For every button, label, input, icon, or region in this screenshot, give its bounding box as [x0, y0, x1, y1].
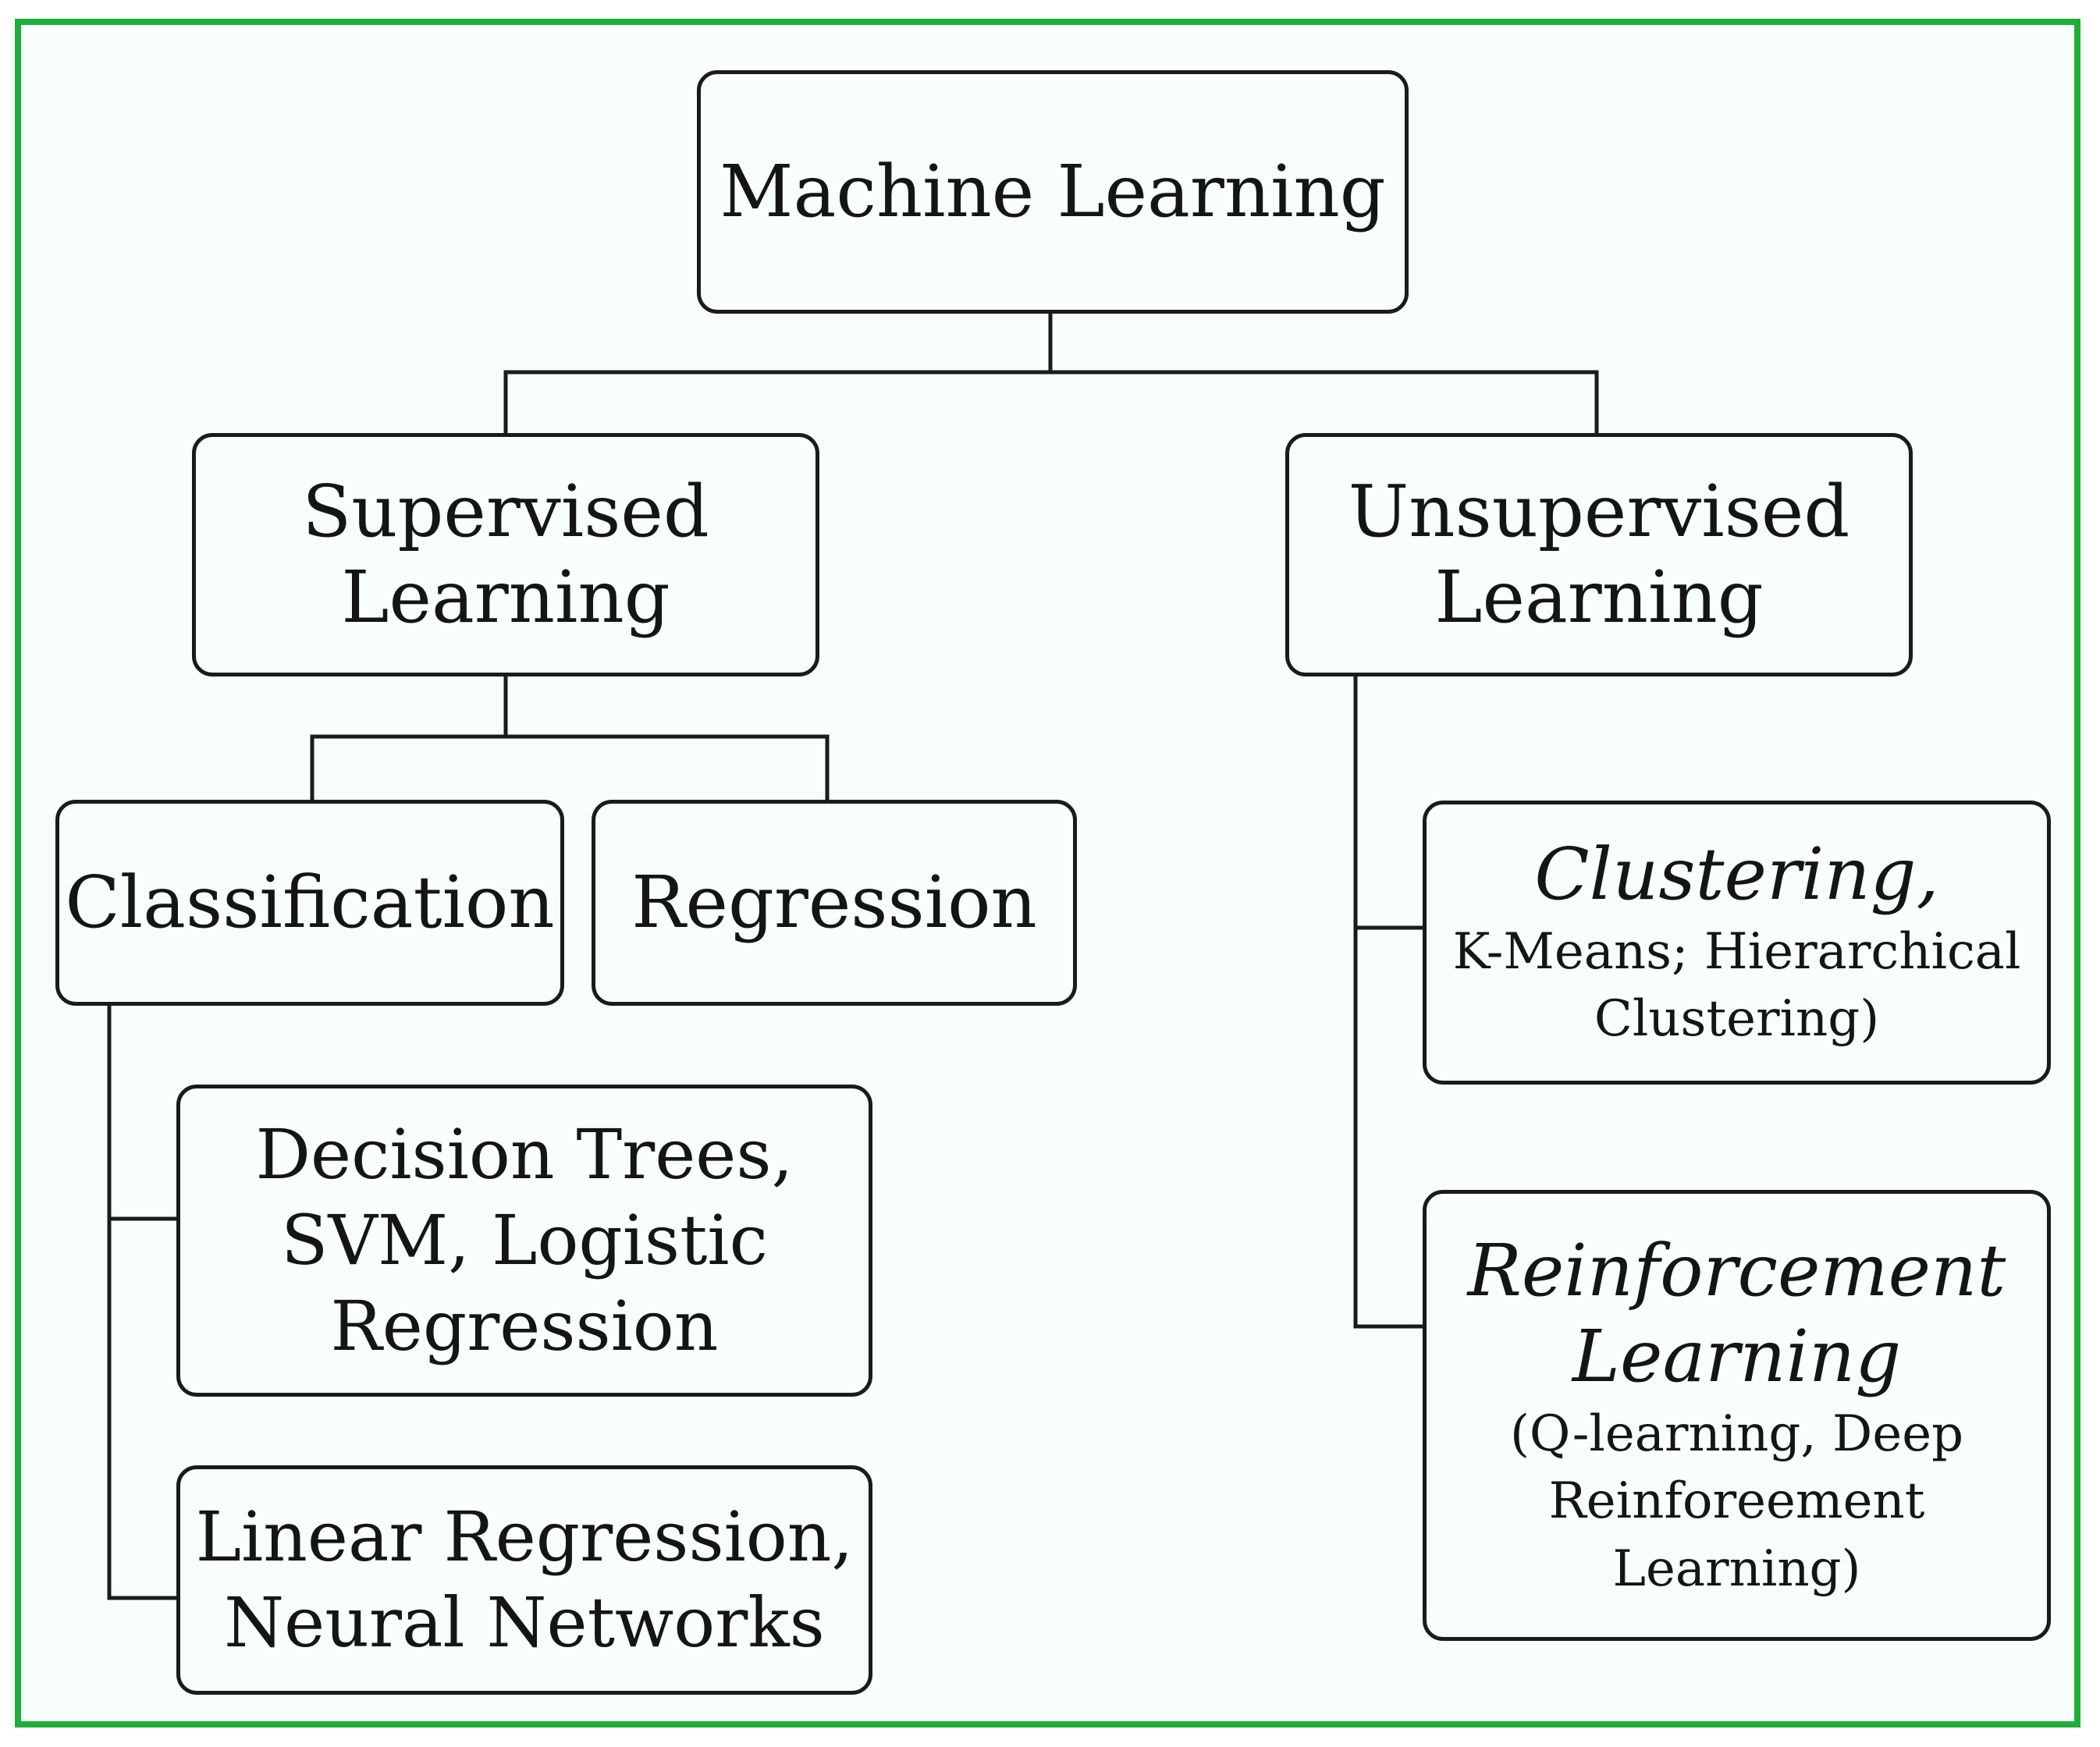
connector-root-to-learning-types	[503, 311, 1599, 435]
reinforcement-detail-line2: Reinforeement	[1548, 1472, 1925, 1531]
node-unsupervised-learning: Unsupervised Learning	[1285, 433, 1913, 676]
regression-label: Regression	[631, 860, 1037, 944]
supervised-label-line2: Learning	[341, 556, 670, 639]
node-classification-examples: Decision Trees, SVM, Logistic Regression	[176, 1085, 872, 1397]
supervised-label-line1: Supervised	[302, 469, 709, 553]
node-reinforcement-learning: Reinforcement Learning (Q-learning, Deep…	[1423, 1190, 2051, 1641]
regression-examples-line2: Neural Networks	[224, 1582, 825, 1663]
node-classification: Classification	[55, 800, 564, 1006]
reinforcement-title-line1: Reinforcement	[1467, 1229, 2006, 1313]
classification-examples-line1: Decision Trees,	[255, 1114, 794, 1195]
root-node-machine-learning: Machine Learning	[697, 70, 1409, 314]
reinforcement-title-line2: Learning	[1572, 1315, 1902, 1399]
classification-examples-line2: SVM, Logistic	[281, 1200, 768, 1280]
clustering-title: Clustering,	[1534, 833, 1939, 917]
clustering-detail-line1: K-Means; Hierarchical	[1452, 922, 2021, 981]
unsupervised-label-line2: Learning	[1434, 556, 1764, 639]
node-clustering: Clustering, K-Means; Hierarchical Cluste…	[1423, 801, 2051, 1085]
unsupervised-label-line1: Unsupervised	[1348, 469, 1850, 553]
node-regression: Regression	[592, 800, 1077, 1006]
classification-examples-line3: Regression	[330, 1286, 719, 1366]
connector-unsupervised-to-methods	[1353, 674, 1425, 1329]
node-regression-examples: Linear Regression, Neural Networks	[176, 1465, 872, 1695]
connector-supervised-to-tasks	[310, 674, 830, 802]
root-node-label: Machine Learning	[720, 149, 1386, 233]
clustering-detail-line2: Clustering)	[1594, 990, 1880, 1049]
connector-classification-to-examples	[107, 1003, 179, 1600]
classification-label: Classification	[65, 860, 555, 944]
reinforcement-detail-line1: (Q-learning, Deep	[1509, 1404, 1964, 1463]
reinforcement-detail-line3: Learning)	[1612, 1539, 1861, 1598]
node-supervised-learning: Supervised Learning	[192, 433, 819, 676]
regression-examples-line1: Linear Regression,	[195, 1497, 854, 1577]
